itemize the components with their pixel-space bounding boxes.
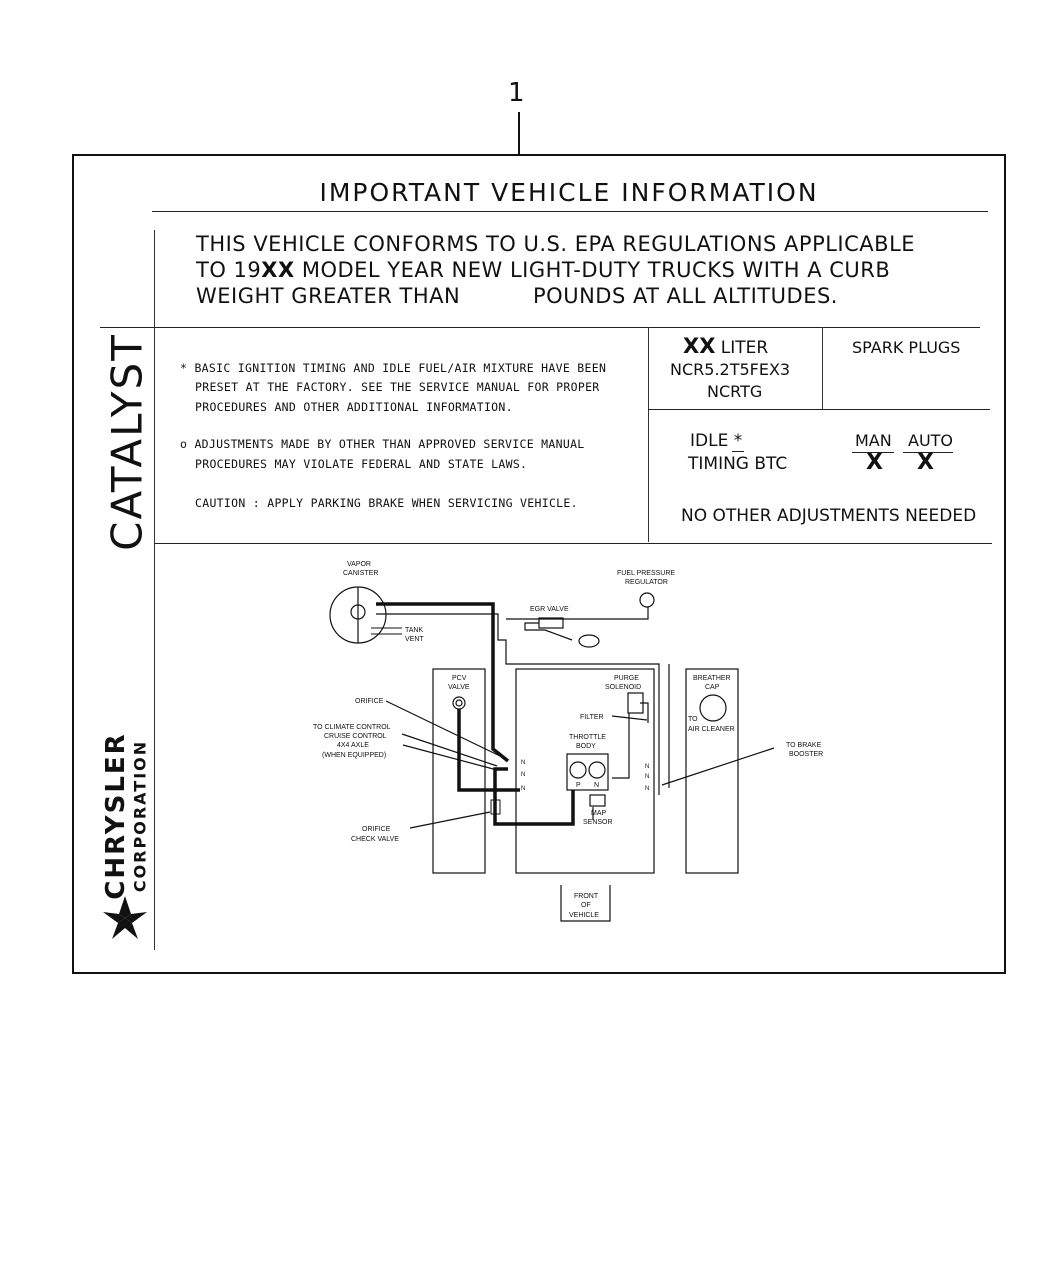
- port-n-marker: N: [521, 772, 525, 778]
- idle-label: IDLE *: [690, 431, 743, 451]
- man-header: MAN: [855, 431, 892, 450]
- callout-leader-line: [518, 112, 520, 154]
- note-1a: * BASIC IGNITION TIMING AND IDLE FUEL/AI…: [180, 361, 607, 375]
- map-sensor-label-1: MAP: [591, 810, 607, 817]
- check-valve-label-2: CHECK VALVE: [351, 836, 399, 843]
- auto-value: X: [917, 450, 934, 475]
- pentastar-logo-icon: [103, 896, 147, 939]
- idle-underline: [732, 451, 744, 452]
- map-sensor-label-2: SENSOR: [583, 819, 613, 826]
- info-bottom-rule: [154, 543, 992, 544]
- statement-line-3a: WEIGHT GREATER THAN: [196, 284, 461, 308]
- purge-solenoid-label-2: SOLENOID: [605, 684, 641, 691]
- spark-divider: [822, 327, 823, 409]
- auto-underline: [903, 452, 953, 453]
- climate-label-1: TO CLIMATE CONTROL: [313, 724, 391, 731]
- throttle-body-label-2: BODY: [576, 743, 596, 750]
- engine-liters: XX LITER: [683, 334, 768, 358]
- pcv-valve-label-2: VALVE: [448, 684, 470, 691]
- engine-row-rule: [648, 409, 990, 410]
- note-caution: CAUTION : APPLY PARKING BRAKE WHEN SERVI…: [195, 496, 578, 510]
- statement-line-2c: MODEL YEAR NEW LIGHT-DUTY TRUCKS WITH A …: [294, 258, 891, 282]
- port-n-marker: N: [521, 786, 525, 792]
- port-n-marker: N: [645, 774, 649, 780]
- statement-line-3b: POUNDS AT ALL ALTITUDES.: [533, 284, 838, 308]
- statement-line-1: THIS VEHICLE CONFORMS TO U.S. EPA REGULA…: [196, 232, 916, 256]
- statement-line-2a: TO 19: [196, 258, 262, 282]
- engine-liter-label: LITER: [720, 338, 769, 358]
- orifice-label: ORIFICE: [355, 698, 384, 705]
- port-n-marker: N: [521, 760, 525, 766]
- egr-valve-label: EGR VALVE: [530, 606, 569, 613]
- vertical-divider: [154, 230, 155, 950]
- filter-label: FILTER: [580, 714, 604, 721]
- note-2a: o ADJUSTMENTS MADE BY OTHER THAN APPROVE…: [180, 437, 585, 451]
- fuel-regulator-label-1: FUEL PRESSURE: [617, 570, 675, 577]
- purge-solenoid-label-1: PURGE: [614, 675, 639, 682]
- climate-label-3: 4X4 AXLE: [337, 742, 369, 749]
- note-1c: PROCEDURES AND OTHER ADDITIONAL INFORMAT…: [195, 400, 513, 414]
- man-underline: [852, 452, 894, 453]
- air-cleaner-label-1: TO: [688, 716, 698, 723]
- front-vehicle-label-1: FRONT: [574, 893, 599, 900]
- statement-line-2: TO 19XX MODEL YEAR NEW LIGHT-DUTY TRUCKS…: [196, 258, 890, 282]
- fuel-regulator-label-2: REGULATOR: [625, 579, 668, 586]
- engine-family-code: NCR5.2T5FEX3: [670, 360, 791, 379]
- throttle-body-label-1: THROTTLE: [569, 734, 606, 741]
- note-1b: PRESET AT THE FACTORY. SEE THE SERVICE M…: [195, 380, 600, 394]
- timing-label: TIMING BTC: [688, 454, 788, 474]
- port-n-marker: N: [645, 764, 649, 770]
- vapor-canister-label-2: CANISTER: [343, 570, 378, 577]
- label-title: IMPORTANT VEHICLE INFORMATION: [319, 178, 819, 207]
- front-vehicle-label-2: OF: [581, 902, 591, 909]
- auto-header: AUTO: [908, 431, 954, 450]
- no-adjustments-label: NO OTHER ADJUSTMENTS NEEDED: [681, 506, 977, 526]
- engine-divider: [648, 327, 649, 542]
- breather-cap-label-2: CAP: [705, 684, 720, 691]
- callout-number: 1: [508, 78, 525, 108]
- statement-year-xx: XX: [261, 258, 295, 282]
- air-cleaner-label-2: AIR CLEANER: [688, 726, 735, 733]
- spark-plugs-label: SPARK PLUGS: [852, 338, 961, 357]
- tank-vent-label-1: TANK: [405, 627, 423, 634]
- breather-cap-label-1: BREATHER: [693, 675, 731, 682]
- brake-booster-label-2: BOOSTER: [789, 751, 823, 758]
- pcv-valve-label-1: PCV: [452, 675, 467, 682]
- emission-label: [72, 154, 1006, 974]
- vapor-canister-label-1: VAPOR: [347, 561, 371, 568]
- brake-booster-label-1: TO BRAKE: [786, 742, 822, 749]
- front-vehicle-label-3: VEHICLE: [569, 912, 599, 919]
- evap-family-code: NCRTG: [707, 382, 763, 401]
- man-value: X: [866, 450, 883, 475]
- climate-label-2: CRUISE CONTROL: [324, 733, 387, 740]
- throttle-port-n: N: [594, 782, 599, 789]
- note-2b: PROCEDURES MAY VIOLATE FEDERAL AND STATE…: [195, 457, 528, 471]
- tank-vent-label-2: VENT: [405, 636, 424, 643]
- engine-xx: XX: [683, 334, 716, 358]
- statement-bottom-rule: [100, 327, 980, 328]
- port-n-marker: N: [645, 786, 649, 792]
- climate-label-4: (WHEN EQUIPPED): [322, 752, 386, 759]
- check-valve-label-1: ORIFICE: [362, 826, 391, 833]
- throttle-port-p: P: [576, 782, 581, 789]
- title-rule: [152, 211, 988, 212]
